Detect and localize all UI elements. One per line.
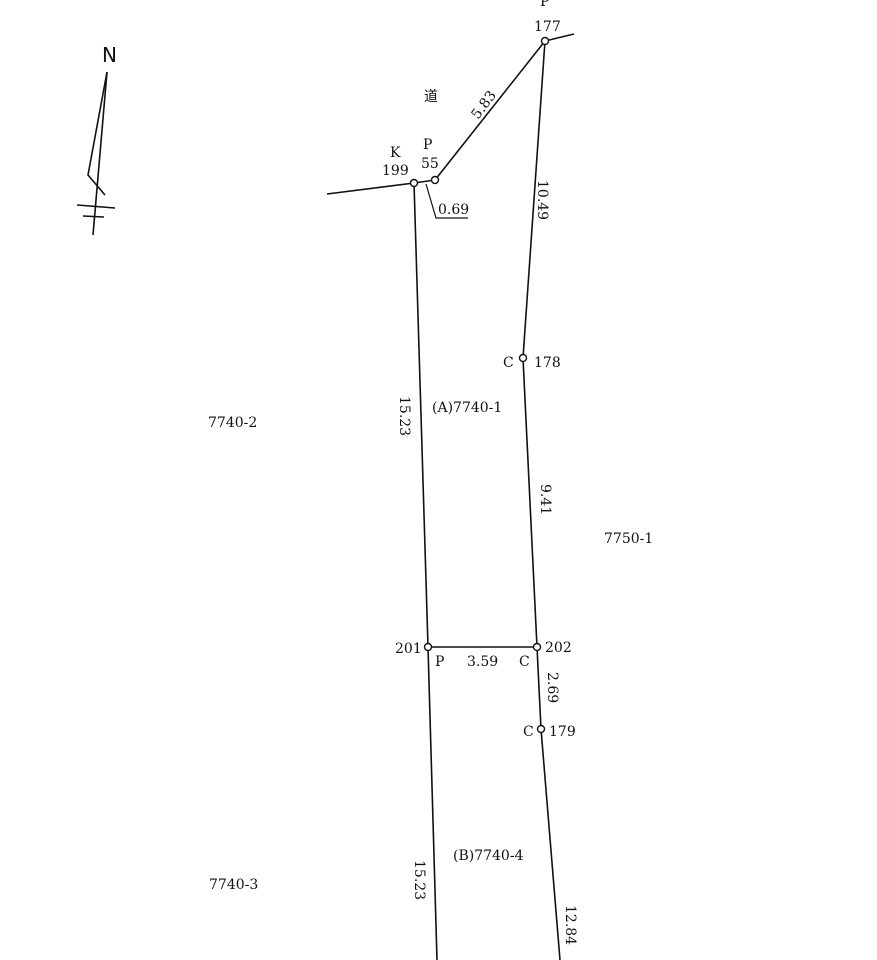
- point-199-type: K: [390, 145, 401, 161]
- parcel-b: (B)7740-4: [453, 848, 524, 864]
- distance-201-202: 3.59: [467, 654, 498, 670]
- distance-201-bottom: 15.23: [411, 860, 427, 900]
- point-178-type: C: [503, 355, 514, 371]
- distance-178-202: 9.41: [537, 484, 553, 515]
- point-55: [430, 175, 440, 185]
- boundary-lines: [326, 33, 575, 960]
- point-177-id: 177: [534, 19, 561, 35]
- distance-labels: 5.83 10.49 0.69 15.23 9.41 3.59 2.69 15.…: [396, 88, 578, 945]
- point-178-id: 178: [534, 355, 561, 371]
- point-179-type: C: [523, 724, 534, 740]
- distance-177-178: 10.49: [534, 180, 550, 220]
- point-199: [409, 178, 419, 188]
- point-labels: P 177 P 55 K 199 C 178 201 P 202 C C 179: [382, 0, 576, 740]
- point-202: [532, 642, 542, 652]
- point-202-type: C: [519, 654, 530, 670]
- road-label: 道: [424, 89, 438, 105]
- north-label: N: [102, 43, 117, 67]
- parcel-labels: 道 (A)7740-1 (B)7740-4 7740-2 7740-3 7750…: [208, 89, 653, 893]
- point-201: [423, 642, 433, 652]
- parcel-east: 7750-1: [604, 531, 653, 547]
- point-177: [540, 36, 550, 46]
- parcel-west-bottom: 7740-3: [209, 877, 258, 893]
- point-179-id: 179: [549, 724, 576, 740]
- point-178: [518, 353, 528, 363]
- parcel-west-top: 7740-2: [208, 415, 257, 431]
- north-arrow: N: [76, 43, 117, 236]
- offset-distance: 0.69: [438, 202, 469, 218]
- distance-179-bottom: 12.84: [562, 905, 578, 945]
- point-177-type: P: [540, 0, 549, 10]
- point-55-id: 55: [421, 156, 439, 172]
- point-199-id: 199: [382, 163, 409, 179]
- survey-points: [409, 36, 550, 734]
- parcel-a: (A)7740-1: [432, 400, 502, 416]
- point-202-id: 202: [545, 640, 572, 656]
- point-55-type: P: [423, 137, 432, 153]
- distance-199-201: 15.23: [396, 396, 412, 436]
- point-179: [536, 724, 546, 734]
- point-201-id: 201: [395, 641, 422, 657]
- distance-202-179: 2.69: [544, 672, 560, 703]
- point-201-type: P: [435, 654, 444, 670]
